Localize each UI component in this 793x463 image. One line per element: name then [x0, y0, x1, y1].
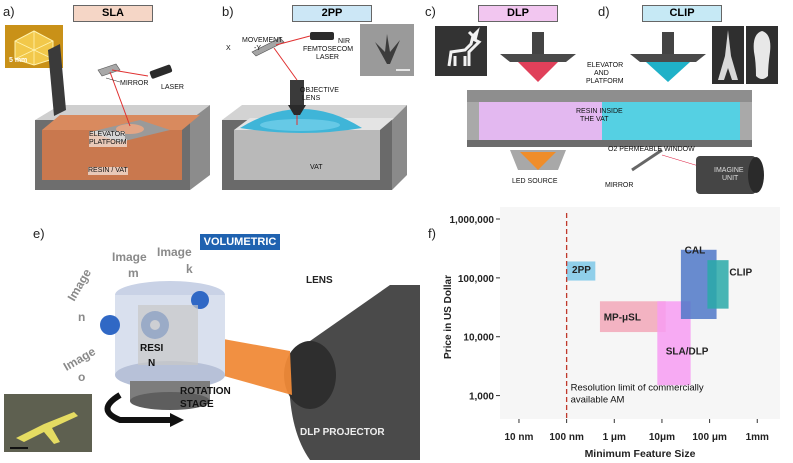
- airplane-model-icon: [4, 394, 92, 452]
- dlp-and-label: AND: [594, 70, 609, 77]
- image-label-2: Image: [112, 250, 147, 264]
- panel-f-label: f): [428, 226, 436, 241]
- range-box-clip: [707, 260, 729, 309]
- y-tick-label: 10,000: [463, 333, 494, 344]
- tower-sample-photo: [712, 26, 744, 84]
- resin-label-1: RESI: [140, 343, 164, 354]
- y-tick-label: 100,000: [458, 274, 495, 285]
- vat-label: VAT: [310, 164, 323, 171]
- shoe-sole-photo: [746, 26, 778, 84]
- dlp-clip-diagram: [467, 32, 764, 194]
- panel-c-label: c): [425, 4, 436, 19]
- box-label-cal: CAL: [685, 245, 706, 256]
- lens-label: LENS: [306, 275, 333, 286]
- femto-label: FEMTOSECOM: [303, 46, 354, 53]
- x-tick-label: 10μm: [649, 432, 675, 443]
- panel-a-label: a): [3, 4, 15, 19]
- clip-tag: CLIP: [642, 5, 722, 22]
- deer-sample-photo: [435, 26, 487, 76]
- objective-lens-label: LENS: [302, 95, 321, 102]
- image-m-label: m: [128, 266, 139, 280]
- resin-vat-label: RESIN / VAT: [88, 167, 128, 175]
- image-label-3: Image: [157, 245, 192, 259]
- x-axis-title: Minimum Feature Size: [585, 448, 696, 460]
- y-axis-label: -Y: [254, 45, 261, 52]
- cost-resolution-chart: 2PP MP-μSL SLA/DLP CAL CLIP 10 nm 100 nm 1 μm 1…: [443, 207, 780, 460]
- panel-b-label: b): [222, 4, 234, 19]
- sla-tag: SLA: [73, 5, 153, 22]
- sla-sample-photo: 5 mm: [5, 25, 63, 68]
- range-box-mp-sl: [599, 301, 666, 333]
- image-o-label: o: [78, 370, 86, 384]
- nir-label: NIR: [338, 38, 351, 45]
- panel-e-label: e): [33, 226, 45, 241]
- resolution-limit-text-2: available AM: [571, 395, 625, 406]
- dlp-platform-label: PLATFORM: [586, 78, 624, 85]
- box-label-mp-sl: MP-μSL: [604, 312, 641, 323]
- dlp-tag: DLP: [478, 5, 558, 22]
- sla-diagram: [35, 44, 210, 190]
- box-label-2pp: 2PP: [572, 265, 591, 276]
- scale-bar-label: 5 mm: [9, 57, 28, 64]
- y-tick-label: 1,000: [469, 392, 494, 403]
- objective-label: OBJECTIVE: [300, 87, 339, 94]
- platform-label: PLATFORM: [89, 139, 127, 147]
- x-tick-label: 100 nm: [549, 432, 584, 443]
- the-vat-label: THE VAT: [580, 116, 609, 123]
- rotation-label: ROTATION: [180, 386, 231, 397]
- mirror-label: MIRROR: [120, 80, 149, 87]
- range-box-2pp: [566, 261, 596, 281]
- tpp-diagram: [222, 32, 407, 190]
- volumetric-diagram: [100, 281, 420, 460]
- x-tick-label: 100 μm: [692, 432, 727, 443]
- clip-mirror-label: MIRROR: [605, 182, 634, 189]
- o2-window-label: O2 PERMEABLE WINDOW: [608, 146, 695, 153]
- resin-label-2: N: [148, 358, 156, 369]
- lattice-sample-icon: [5, 25, 63, 68]
- shoe-sole-icon: [746, 26, 778, 84]
- dlp-projector-label: DLP PROJECTOR: [300, 427, 385, 438]
- resin-inside-label: RESIN INSIDE: [576, 108, 623, 115]
- deer-model-icon: [435, 26, 487, 76]
- x-axis-label: X: [226, 45, 231, 52]
- y-tick-label: 1,000,000: [450, 215, 495, 226]
- dlp-elevator-label: ELEVATOR: [587, 62, 624, 69]
- movement-label: MOVEMENT: [242, 37, 283, 44]
- led-source-label: LED SOURCE: [512, 178, 558, 186]
- tpp-tag: 2PP: [292, 5, 372, 22]
- box-label-sla-dlp: SLA/DLP: [666, 346, 709, 357]
- femto-laser-label: LASER: [316, 54, 339, 61]
- volumetric-tag: VOLUMETRIC: [200, 234, 280, 250]
- microstructure-icon: [360, 24, 414, 76]
- x-tick-label: 1mm: [746, 432, 769, 443]
- image-n-label: n: [78, 310, 86, 324]
- stage-label: STAGE: [180, 399, 214, 410]
- image-k-label: k: [186, 262, 193, 276]
- box-label-clip: CLIP: [729, 267, 752, 278]
- resolution-limit-text-1: Resolution limit of commercially: [571, 383, 704, 394]
- laser-label: LASER: [161, 84, 184, 91]
- volumetric-sample-photo: [4, 394, 92, 452]
- imaging-label: IMAGINE: [714, 167, 744, 174]
- tpp-sample-photo: [360, 24, 414, 76]
- y-axis-title: Price in US Dollar: [443, 275, 454, 359]
- imaging-unit-label: UNIT: [722, 175, 739, 182]
- x-tick-label: 10 nm: [505, 432, 534, 443]
- panel-d-label: d): [598, 4, 610, 19]
- x-tick-label: 1 μm: [603, 432, 626, 443]
- eiffel-tower-icon: [712, 26, 744, 84]
- elevator-label: ELEVATOR: [89, 131, 126, 139]
